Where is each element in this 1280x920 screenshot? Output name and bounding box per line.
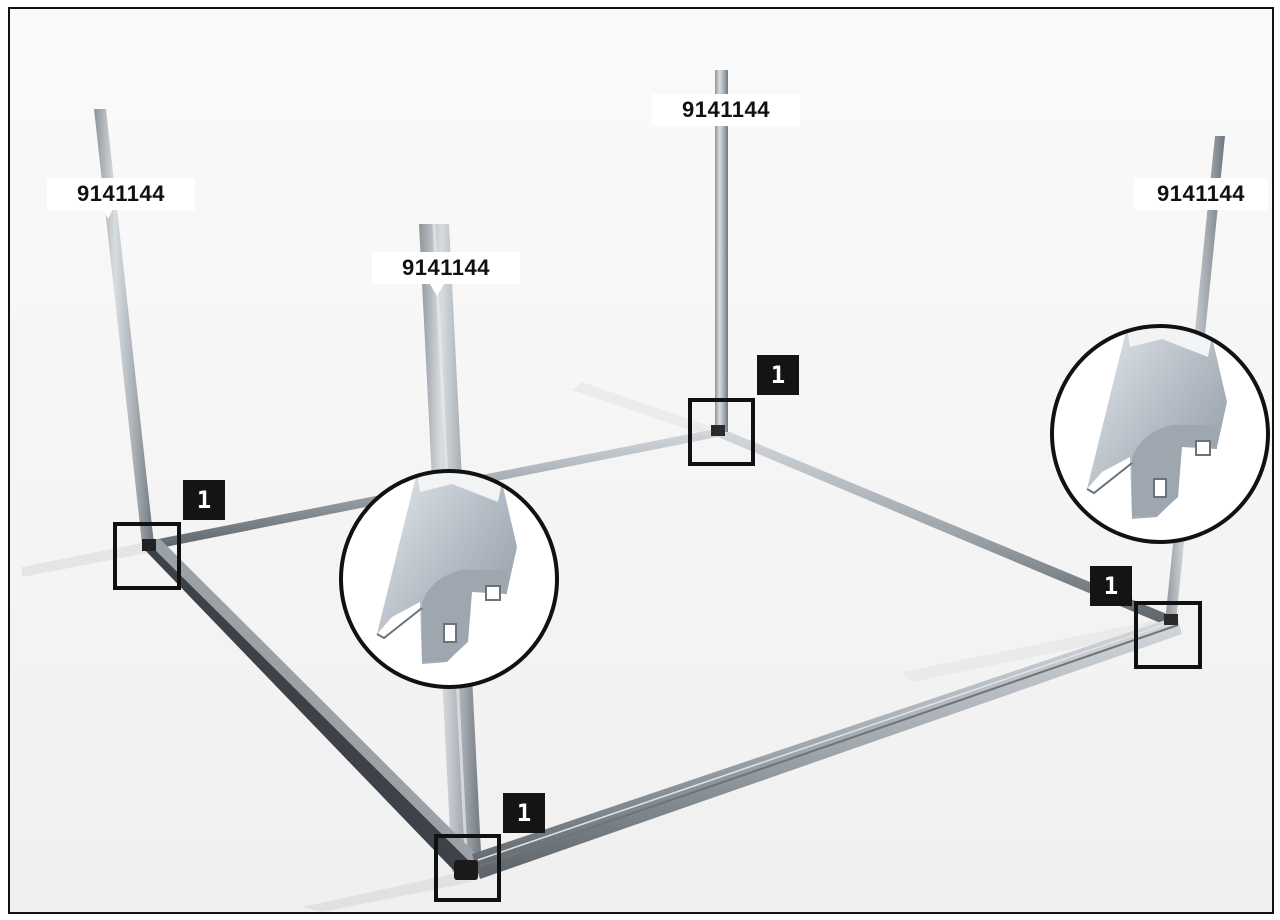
frame-illustration [10, 9, 1272, 912]
label-pointers [103, 209, 444, 296]
part-number-label-right-post: 9141144 [1134, 178, 1268, 210]
corner-connectors [142, 425, 1178, 880]
corner-badge-left: 1 [183, 480, 225, 520]
front-rails [142, 539, 1182, 879]
corner-highlights [113, 398, 1202, 902]
corner-badge-right: 1 [1090, 566, 1132, 606]
corner-badge-front: 1 [503, 793, 545, 833]
profile-detail-right [1050, 324, 1270, 544]
floor-shadows [22, 382, 1177, 912]
part-number-label-left-post: 9141144 [47, 178, 195, 210]
diagram-frame: 9141144 9141144 9141144 9141144 1 1 1 1 [8, 7, 1274, 914]
part-number-label-front-post: 9141144 [372, 252, 520, 284]
part-number-label-back-post: 9141144 [652, 94, 800, 126]
profile-detail-left [339, 469, 559, 689]
corner-badge-back: 1 [757, 355, 799, 395]
